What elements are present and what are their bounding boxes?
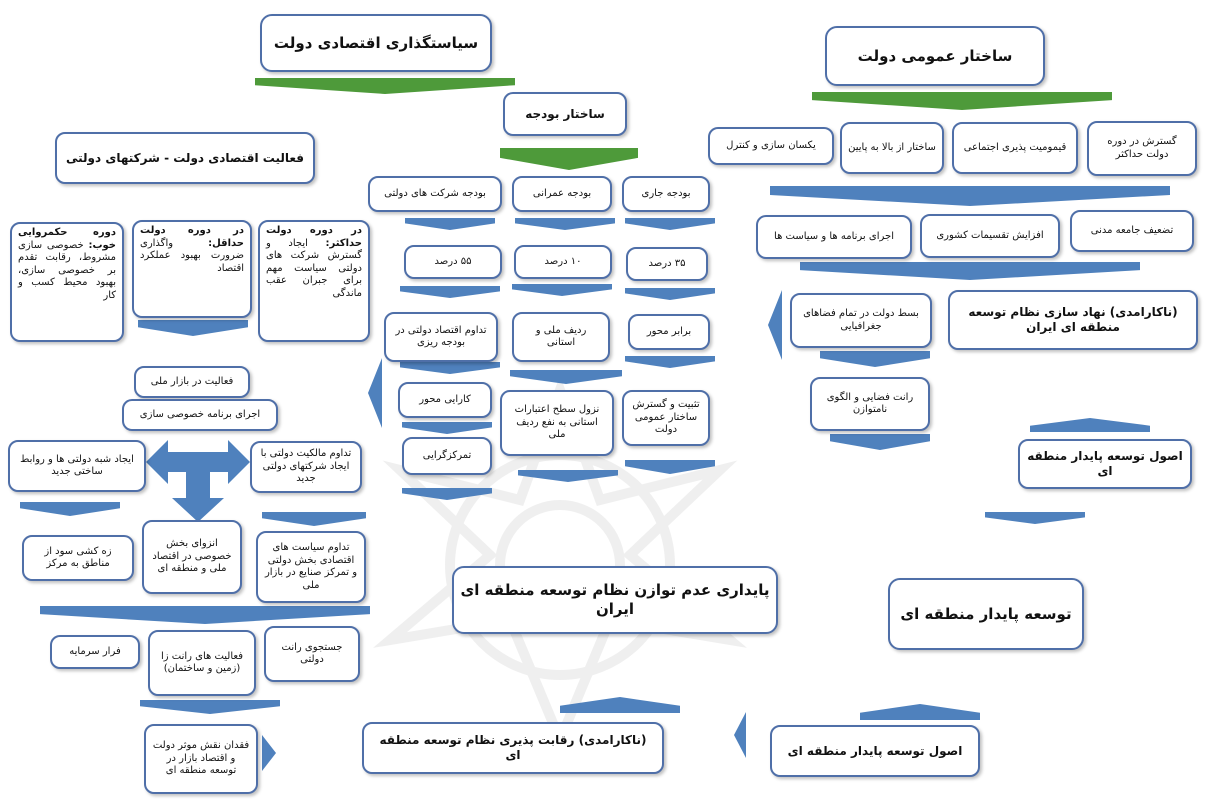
up-arrow-icon [1030, 418, 1150, 432]
right-arrow-icon [262, 735, 276, 771]
box-execute-programs: اجرای برنامه ها و سیاست ها [756, 215, 912, 259]
box-imbalance-stability: پایداری عدم توازن نظام توسعه منطقه ای ای… [452, 566, 778, 634]
period-minimal-body: واگذاری ضرورت بهبود عملکرد اقتصاد [140, 237, 244, 274]
box-profit-drain: زه کشی سود از مناطق به مرکز [22, 535, 134, 581]
period-good-body: خصوصی سازی مشروط، رقابت تقدم بر خصوصی سا… [18, 239, 116, 301]
box-period-minimal: در دوره دولت حداقل: واگذاری ضرورت بهبود … [132, 220, 252, 318]
left-arrow-icon [768, 290, 782, 360]
box-increase-divisions: افزایش تقسیمات کشوری [920, 214, 1060, 258]
down-arrow-icon [625, 460, 715, 474]
down-arrow-icon [262, 512, 366, 526]
box-principles-sustainable-1: اصول توسعه پایدار منطقه ای [1018, 439, 1192, 489]
down-arrow-icon [400, 286, 500, 298]
budget-structure-header: ساختار بودجه [503, 92, 627, 136]
box-privatization: اجرای برنامه خصوصی سازی [122, 399, 278, 431]
left-arrow-icon [734, 712, 746, 758]
down-arrow-icon [830, 434, 930, 450]
down-arrow-icon [820, 351, 930, 367]
box-rent-activities: فعالیت های رانت زا (زمین و ساختمان) [148, 630, 256, 696]
down-arrow-icon [515, 218, 615, 230]
box-spatial-rent: رانت فضایی و الگوی نامتوازن [810, 377, 930, 431]
up-arrow-icon [560, 697, 680, 713]
box-pct-55: ۵۵ درصد [404, 245, 502, 279]
box-pct-35: ۳۵ درصد [626, 247, 708, 281]
box-period-good: دوره حکمروایی خوب: خصوصی سازی مشروط، رقا… [10, 222, 124, 342]
down-arrow-icon [510, 370, 622, 384]
box-axis-equal: برابر محور [628, 314, 710, 350]
down-arrow-icon [625, 288, 715, 300]
box-budget-current: بودجه جاری [622, 176, 710, 212]
box-principles-sustainable-2: اصول توسعه پایدار منطقه ای [770, 725, 980, 777]
box-rent-seeking: جستجوی رانت دولتی [264, 626, 360, 682]
box-national-provincial-row: ردیف ملی و استانی [512, 312, 610, 362]
down-arrow-icon [402, 422, 492, 434]
box-period-maximal: در دوره دولت حداکثر: ایجاد و گسترش شرکت … [258, 220, 370, 342]
up-arrow-icon [860, 704, 980, 720]
box-private-isolation: انزوای بخش خصوصی در اقتصاد ملی و منطقه ا… [142, 520, 242, 594]
box-weak-civil-society: تضعیف جامعه مدنی [1070, 210, 1194, 252]
cross-arrow-icon [146, 440, 250, 522]
box-social-guardianship: قیمومیت پذیری اجتماعی [952, 122, 1078, 174]
box-pct-10: ۱۰ درصد [514, 245, 612, 279]
down-arrow-icon [402, 488, 492, 500]
down-arrow-icon [770, 186, 1170, 206]
period-minimal-title: در دوره دولت حداقل: [140, 225, 244, 249]
box-uniform-control: یکسان سازی و کنترل [708, 127, 834, 165]
box-budget-construction: بودجه عمرانی [512, 176, 612, 212]
down-arrow-icon [625, 356, 715, 368]
box-loss-of-role: فقدان نقش موثر دولت و اقتصاد بازار در تو… [144, 724, 258, 794]
down-arrow-icon [140, 700, 280, 714]
down-arrow-icon [625, 218, 715, 230]
down-arrow-icon [800, 262, 1140, 280]
period-maximal-body: ایجاد و گسترش شرکت های دولتی سیاست مهم ب… [266, 237, 362, 299]
box-decline-credits: نزول سطح اعتبارات استانی به نفع ردیف ملی [500, 390, 614, 456]
down-arrow-icon [512, 284, 612, 296]
box-continuation-econ: تداوم اقتصاد دولتی در بودجه ریزی [384, 312, 498, 362]
box-continuation-ownership: تداوم مالکیت دولتی با ایجاد شرکتهای دولت… [250, 441, 362, 493]
box-stabilization: تثبیت و گسترش ساختار عمومی دولت [622, 390, 710, 446]
box-sustainable-regional: توسعه پایدار منطقه ای [888, 578, 1084, 650]
box-ineffective-institution: (ناکارامدی) نهاد سازی نظام توسعه منطقه ا… [948, 290, 1198, 350]
box-spread-state: بسط دولت در تمام فضاهای جغرافیایی [790, 293, 932, 348]
down-arrow-icon [20, 502, 120, 516]
down-arrow-icon [255, 78, 515, 94]
gov-structure-header: ساختار عمومی دولت [825, 26, 1045, 86]
box-budget-state-companies: بودجه شرکت های دولتی [368, 176, 502, 212]
box-ineffective-competitiveness: (ناکارامدی) رقابت پذیری نظام توسعه منطقه… [362, 722, 664, 774]
left-arrow-icon [368, 358, 382, 428]
box-national-market: فعالیت در بازار ملی [134, 366, 250, 398]
period-good-title: دوره حکمروایی خوب: [18, 227, 116, 251]
down-arrow-icon [138, 320, 248, 336]
down-arrow-icon [400, 362, 500, 374]
down-arrow-icon [40, 606, 370, 624]
box-capital-flight: فرار سرمایه [50, 635, 140, 669]
down-arrow-icon [518, 470, 618, 482]
box-centralism: تمرکزگرایی [402, 437, 492, 475]
box-quasi-state: ایجاد شبه دولتی ها و روابط ساختی جدید [8, 440, 146, 492]
period-maximal-title: در دوره دولت حداکثر: [266, 225, 362, 249]
down-arrow-icon [812, 92, 1112, 110]
econ-policy-header: سیاستگذاری اقتصادی دولت [260, 14, 492, 72]
down-arrow-icon [405, 218, 495, 230]
econ-activity-header: فعالیت اقتصادی دولت - شرکتهای دولتی [55, 132, 315, 184]
box-expansion-maximal: گسترش در دوره دولت حداکثر [1087, 121, 1197, 176]
box-efficiency-axis: کارایی محور [398, 382, 492, 418]
box-top-down: ساختار از بالا به پایین [840, 122, 944, 174]
down-arrow-icon [500, 148, 638, 170]
down-arrow-icon [985, 512, 1085, 524]
box-continuation-policies: تداوم سیاست های اقتصادی بخش دولتی و تمرک… [256, 531, 366, 603]
